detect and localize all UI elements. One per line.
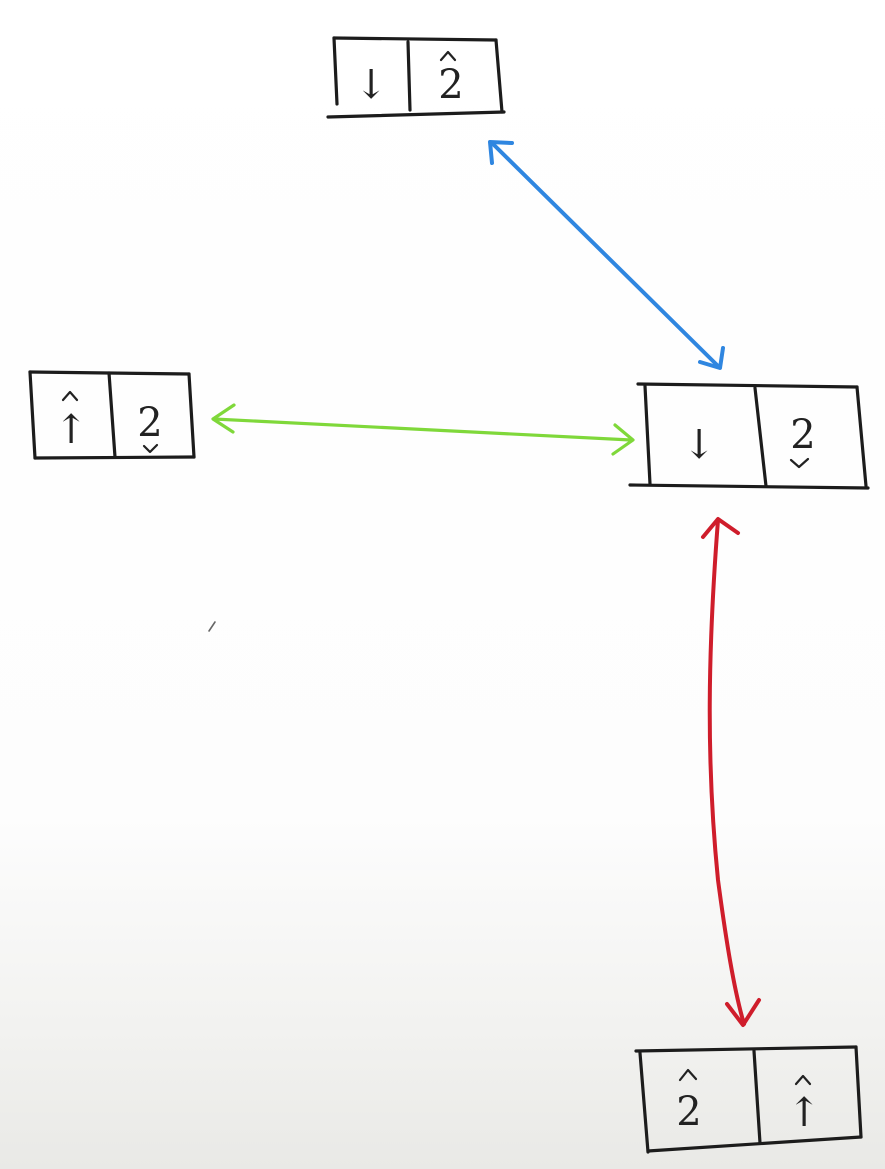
hat-mark [678, 1068, 698, 1082]
arrowhead-center-end [701, 517, 740, 539]
node-left-cell-1: ↑ [54, 390, 88, 453]
node-top: ↓ 2 [326, 36, 506, 119]
check-mark [142, 443, 159, 454]
cell-glyph: 2 [438, 62, 463, 108]
node-top-cell-1: ↓ [354, 62, 388, 108]
cell-glyph: ↑ [787, 1090, 821, 1136]
cell-glyph: 2 [676, 1089, 701, 1135]
node-center: ↓ 2 [628, 382, 870, 490]
hat-mark [61, 390, 79, 402]
arrowhead-left-end [211, 403, 236, 434]
hat-mark [794, 1074, 812, 1086]
cell-glyph: ↓ [354, 62, 388, 108]
node-bottom-cell-1: 2 [676, 1068, 702, 1135]
arrowhead-center-end [698, 346, 725, 370]
arrowhead-center-end [611, 423, 635, 456]
edge-left-center [211, 403, 635, 456]
cell-glyph: 2 [790, 412, 815, 458]
node-center-cell-2: 2 [789, 412, 816, 469]
cell-glyph: ↑ [54, 407, 88, 453]
arrowhead-top-end [488, 140, 514, 165]
stray-pen-mark [208, 621, 216, 632]
node-left: ↑ 2 [28, 370, 196, 460]
node-center-cell-1: ↓ [682, 422, 716, 468]
node-left-cell-2: 2 [137, 400, 163, 454]
edge-center-bottom [701, 517, 761, 1027]
arrowhead-bottom-end [725, 998, 761, 1027]
check-mark [789, 457, 810, 469]
hat-mark [439, 50, 457, 62]
edge-center-top [488, 140, 725, 370]
node-top-cell-2: 2 [438, 50, 464, 108]
node-bottom: 2 ↑ [634, 1045, 863, 1154]
node-bottom-cell-2: ↑ [787, 1074, 821, 1136]
cell-glyph: 2 [137, 400, 162, 446]
cell-glyph: ↓ [682, 422, 716, 468]
